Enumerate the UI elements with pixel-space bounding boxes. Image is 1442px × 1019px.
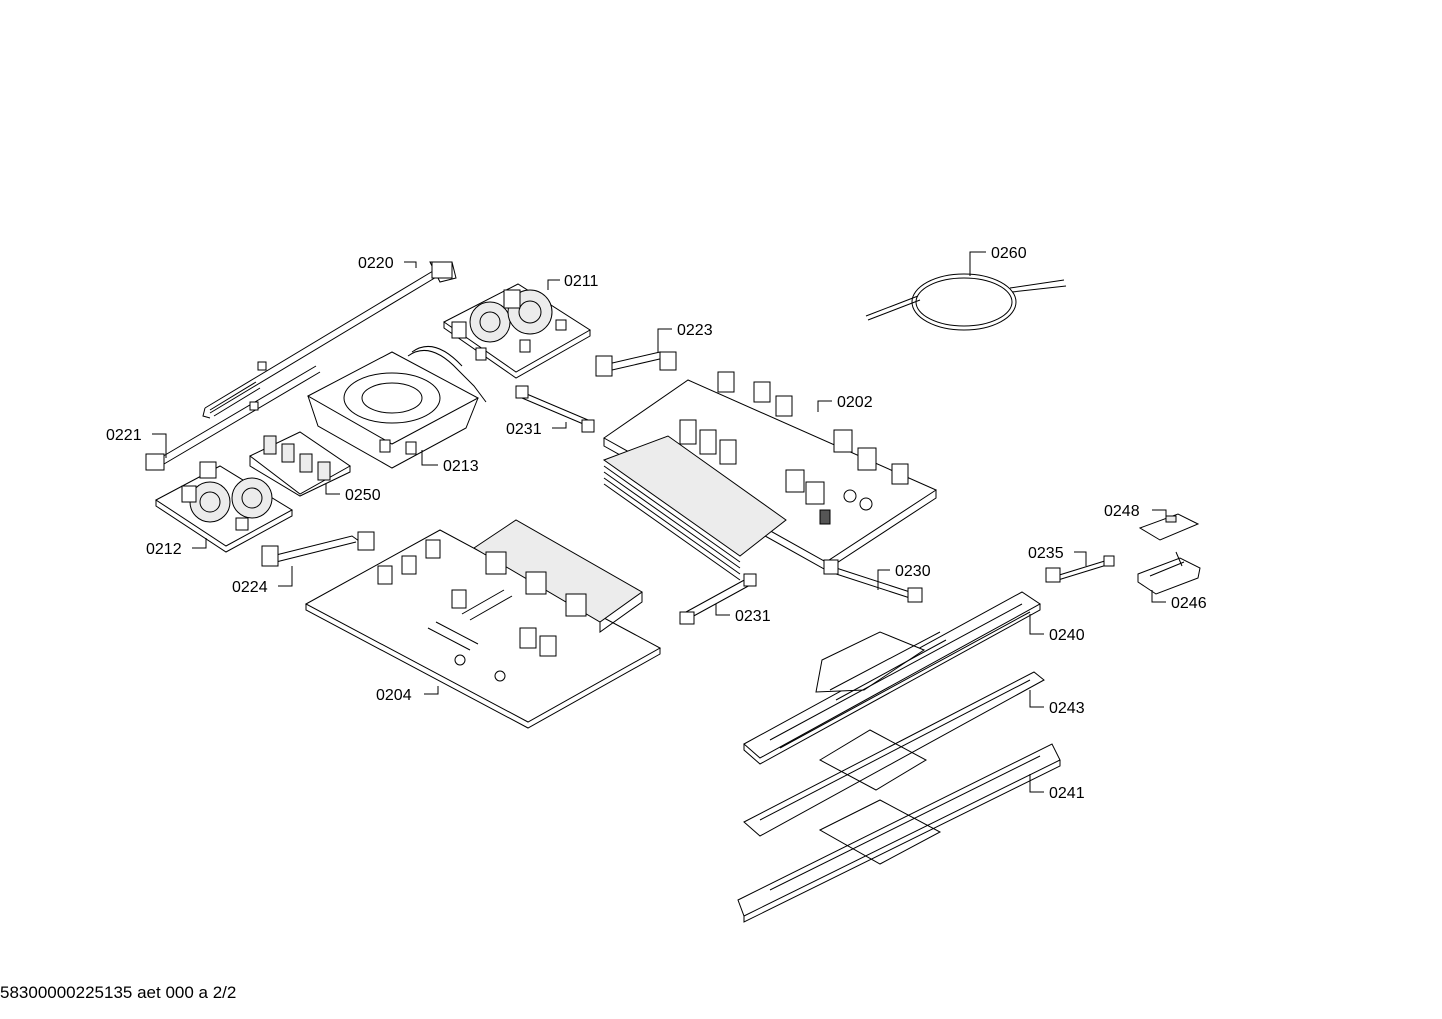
callout-0235: 0235 — [1028, 545, 1064, 562]
part-0243-spacer — [743, 671, 1045, 837]
part-0246-bracket — [1137, 551, 1201, 595]
callout-0211: 0211 — [564, 273, 599, 290]
part-0250-relay-block — [249, 431, 351, 497]
document-footer-id: 58300000225135 aet 000 a 2/2 — [0, 983, 237, 1002]
part-0231-cable-upper — [515, 385, 595, 433]
part-0241-frame — [737, 743, 1061, 923]
part-0248-plate — [1138, 513, 1200, 541]
part-0212-filter-board — [155, 461, 293, 553]
callout-labels: 0220 0211 0223 0260 0202 0231 0221 0213 … — [106, 245, 1207, 802]
callout-0221: 0221 — [106, 427, 142, 444]
part-0223-cable — [595, 351, 677, 377]
callout-0220: 0220 — [358, 255, 394, 272]
callout-0260: 0260 — [991, 245, 1027, 262]
part-0220-cable — [202, 261, 457, 419]
callout-0250: 0250 — [345, 487, 381, 504]
callout-0230: 0230 — [895, 563, 931, 580]
part-0202-power-board — [602, 371, 938, 581]
callout-0204: 0204 — [376, 687, 412, 704]
part-0213-induction-coil — [306, 345, 487, 469]
part-0211-filter-board — [443, 283, 591, 379]
callout-0212: 0212 — [146, 541, 182, 558]
part-0230-cable — [823, 559, 923, 603]
callout-0243: 0243 — [1049, 700, 1085, 717]
callout-0246: 0246 — [1171, 595, 1207, 612]
part-0260-power-cord — [865, 273, 1067, 331]
callout-0231-upper: 0231 — [506, 421, 542, 438]
part-0240-control-board — [743, 591, 1041, 765]
part-0224-cable — [261, 531, 375, 567]
part-0231-cable-lower — [679, 573, 757, 625]
leader-lines — [152, 251, 1167, 793]
callout-0248: 0248 — [1104, 503, 1140, 520]
part-0221-cable — [145, 365, 321, 471]
callout-0231-lower: 0231 — [735, 608, 771, 625]
callout-0223: 0223 — [677, 322, 713, 339]
callout-0213: 0213 — [443, 458, 479, 475]
callout-0241: 0241 — [1049, 785, 1085, 802]
callout-0240: 0240 — [1049, 627, 1085, 644]
callout-0224: 0224 — [232, 579, 268, 596]
callout-0202: 0202 — [837, 394, 873, 411]
part-0204-induction-board — [304, 519, 662, 729]
part-0235-cable — [1045, 555, 1115, 583]
